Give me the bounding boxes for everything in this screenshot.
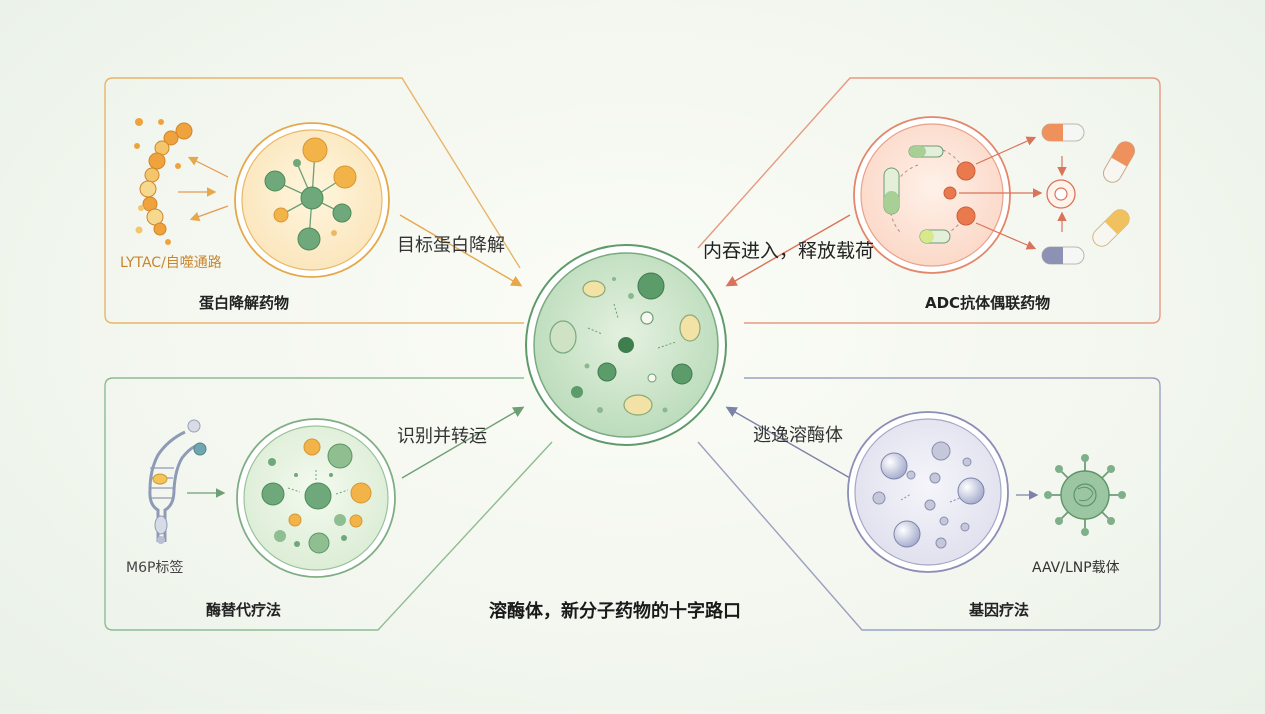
arrow-label-enzyme: 识别并转运: [397, 426, 487, 447]
arrow-label-protein-degradation: 目标蛋白降解: [397, 235, 505, 256]
antibody-drug-conjugate-icon: [853, 116, 1011, 274]
arrow-label-gene: 逃逸溶酶体: [753, 425, 843, 446]
arrow-label-adc: 内吞进入，释放载荷: [703, 240, 875, 262]
protein-network-icon: [234, 122, 390, 278]
virus-icon: [1044, 454, 1126, 536]
protein-chain-icon: [134, 118, 193, 245]
arrow-adc: [725, 214, 851, 287]
arrow-protein-degradation: [399, 214, 523, 287]
enzyme-lysosome-icon: [236, 418, 396, 578]
arrow-enzyme: [401, 406, 525, 479]
label-aav-lnp: AAV/LNP载体: [1032, 560, 1120, 576]
panel-title-adc: ADC抗体偶联药物: [925, 294, 1051, 312]
panel-title-protein-degradation: 蛋白降解药物: [199, 294, 290, 312]
label-lytac-autophagy: LYTAC/自噬通路: [120, 255, 222, 271]
lysosome-icon: [525, 244, 727, 446]
panel-frame-adc: [697, 77, 1161, 324]
label-m6p-tag: M6P标签: [126, 560, 184, 576]
panel-frame-gene: [697, 377, 1161, 631]
center-title: 溶酶体，新分子药物的十字路口: [489, 601, 741, 622]
panel-title-gene: 基因疗法: [969, 601, 1030, 619]
gene-vesicle-icon: [847, 411, 1009, 573]
panel-frame-enzyme: [104, 377, 553, 631]
panel-title-enzyme: 酶替代疗法: [206, 601, 282, 619]
m6p-receptor-icon: [148, 419, 207, 544]
capsule-icon: [1041, 123, 1135, 265]
arrow-gene: [725, 406, 851, 479]
panel-frame-protein-degradation: [104, 77, 524, 324]
